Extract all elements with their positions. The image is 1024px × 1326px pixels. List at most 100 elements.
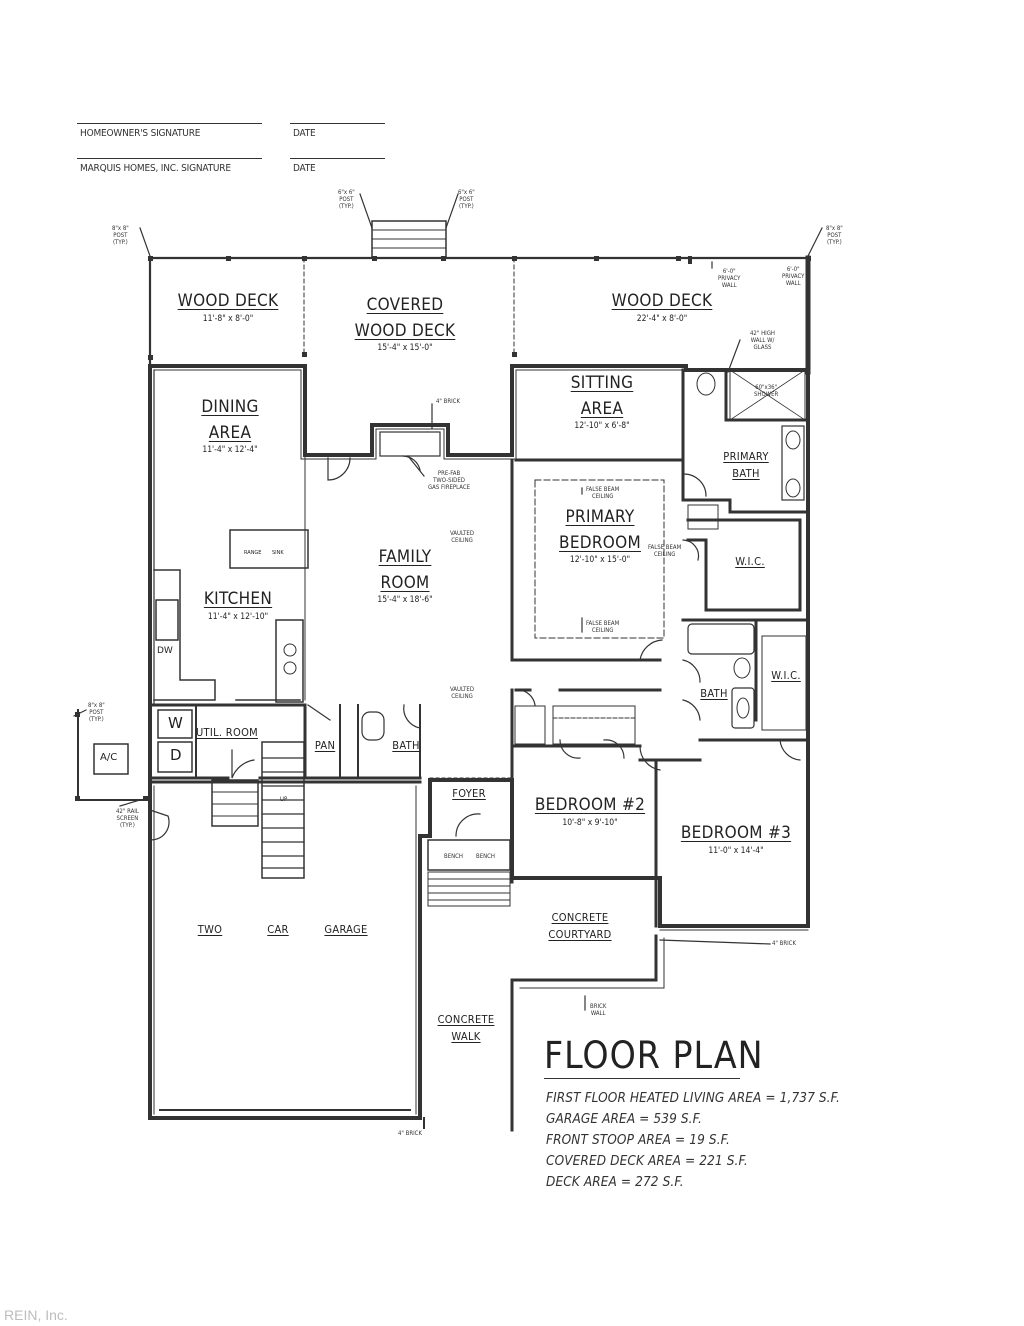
room-name: AREA [580,398,624,419]
room-name: BATH [392,739,420,752]
room-name: DINING [201,397,259,417]
note-up: UP [280,796,288,803]
note-false-beam-bottom: FALSE BEAM CEILING [586,620,620,635]
room-name: BEDROOM #3 [680,823,792,843]
room-dims: 11'-4" x 12'-10" [207,611,269,622]
room-name: PAN [314,739,336,752]
note-post-top-right: 8"x 8" POST (TYP.) [826,225,843,247]
note-bench-1: BENCH [444,853,463,860]
note-rail: 42" RAIL SCREEN (TYP.) [116,808,139,830]
room-dims: 15'-4" x 15'-0" [377,343,433,354]
room-pan: PAN [310,739,340,753]
room-name: BATH [732,466,760,480]
note-privacy-wall: 6'-0" PRIVACY WALL [718,268,741,290]
note-brick-walk: BRICK WALL [590,1003,607,1018]
homeowner-date-line [290,123,385,124]
room-name: AREA [208,422,252,443]
builder-signature-label: MARQUIS HOMES, INC. SIGNATURE [80,163,231,174]
room-name: UTIL. ROOM [196,726,258,739]
exterior-wall [148,364,810,1120]
note-gas-fireplace: PRE-FAB TWO-SIDED GAS FIREPLACE [428,470,471,492]
room-name: PRIMARY [565,507,635,527]
garage-word-two: TWO [190,923,230,937]
room-dims: 11'-4" x 12'-4" [202,445,258,456]
room-name: KITCHEN [203,589,273,609]
interior-stairs [261,741,305,879]
room-dining: DINING AREA 11'-4" x 12'-4" [180,397,280,456]
kitchen-island [229,529,309,569]
note-brick-right: 4" BRICK [772,940,796,947]
note-privacy-wall-2: 6'-0" PRIVACY WALL [782,266,805,288]
room-wood-deck-left: WOOD DECK 11'-8" x 8'-0" [168,291,288,324]
note-post-stair-right: 6"x 6" POST (TYP.) [458,189,475,211]
room-foyer: FOYER [446,787,492,801]
note-false-beam-top: FALSE BEAM CEILING [586,486,620,501]
room-wic-primary: W.I.C. [725,555,775,569]
room-kitchen: KITCHEN 11'-4" x 12'-10" [188,589,288,622]
note-brick-bottom: 4" BRICK [398,1130,422,1137]
area-covered-deck: COVERED DECK AREA = 221 S.F. [546,1153,748,1169]
room-dims: 12'-10" x 15'-0" [569,555,631,566]
room-name: BEDROOM [559,532,641,553]
note-shower: 60"x36" SHOWER [754,384,779,399]
garage-word-car: CAR [258,923,298,937]
homeowner-signature-label: HOMEOWNER'S SIGNATURE [80,128,201,139]
room-primary-bedroom: PRIMARY BEDROOM 12'-10" x 15'-0" [545,507,655,566]
room-concrete-walk: CONCRETE WALK [436,1013,496,1043]
room-primary-bath: PRIMARY BATH [716,450,776,480]
note-glass-wall: 42" HIGH WALL W/ GLASS [750,330,775,352]
room-name: W.I.C. [771,669,801,682]
homeowner-date-label: DATE [293,128,316,139]
room-dims: 11'-8" x 8'-0" [202,313,254,324]
room-name: COVERED [366,295,444,315]
room-dims: 12'-10" x 6'-8" [574,421,630,432]
garage-word-garage: GARAGE [318,923,374,937]
room-wic-2: W.I.C. [766,669,806,683]
dishwasher-label: DW [157,646,173,656]
room-name: CAR [267,923,289,936]
room-name: WOOD DECK [611,291,713,311]
room-name: SITTING [570,373,634,393]
room-wood-deck-right: WOOD DECK 22'-4" x 8'-0" [592,291,732,324]
room-name: COURTYARD [548,927,612,941]
floor-plan-title-underline [544,1078,740,1079]
note-post-ac: 8"x 8" POST (TYP.) [88,702,105,724]
room-family: FAMILY ROOM 15'-4" x 18'-6" [355,547,455,606]
area-heated: FIRST FLOOR HEATED LIVING AREA = 1,737 S… [546,1090,840,1106]
room-name: WOOD DECK [177,291,279,311]
room-name: FOYER [452,787,486,800]
note-vault-2: VAULTED CEILING [450,686,474,701]
room-courtyard: CONCRETE COURTYARD [546,911,614,941]
room-sitting: SITTING AREA 12'-10" x 6'-8" [552,373,652,432]
ac-label: A/C [100,752,118,763]
note-vault-1: VAULTED CEILING [450,530,474,545]
area-garage: GARAGE AREA = 539 S.F. [546,1111,702,1127]
room-name: WOOD DECK [354,320,456,341]
note-false-beam-right: FALSE BEAM CEILING [648,544,682,559]
island-label-left: RANGE [244,550,262,556]
room-name: CONCRETE [437,1013,495,1026]
room-dims: 11'-0" x 14'-4" [708,845,764,856]
note-bench-2: BENCH [476,853,495,860]
room-name: WALK [451,1029,481,1043]
washer-label: W [168,714,183,732]
room-dims: 10'-8" x 9'-10" [562,817,618,828]
note-post-top-left: 8"x 8" POST (TYP.) [112,225,129,247]
watermark: REIN, Inc. [4,1307,68,1323]
note-brick-fireplace: 4" BRICK [436,398,460,405]
room-name: GARAGE [324,923,368,936]
room-covered-deck: COVERED WOOD DECK 15'-4" x 15'-0" [335,295,475,354]
room-bedroom-2: BEDROOM #2 10'-8" x 9'-10" [522,795,658,828]
room-name: W.I.C. [735,555,765,568]
room-dims: 15'-4" x 18'-6" [377,595,433,606]
room-dims: 22'-4" x 8'-0" [636,313,688,324]
area-deck: DECK AREA = 272 S.F. [546,1174,684,1190]
room-name: BATH [700,687,728,700]
room-bedroom-3: BEDROOM #3 11'-0" x 14'-4" [668,823,804,856]
room-name: TWO [197,923,223,936]
kitchen-counter-left [153,569,216,701]
room-bath-2: BATH [694,687,734,701]
room-name: FAMILY [378,547,432,567]
builder-signature-line [77,158,262,159]
